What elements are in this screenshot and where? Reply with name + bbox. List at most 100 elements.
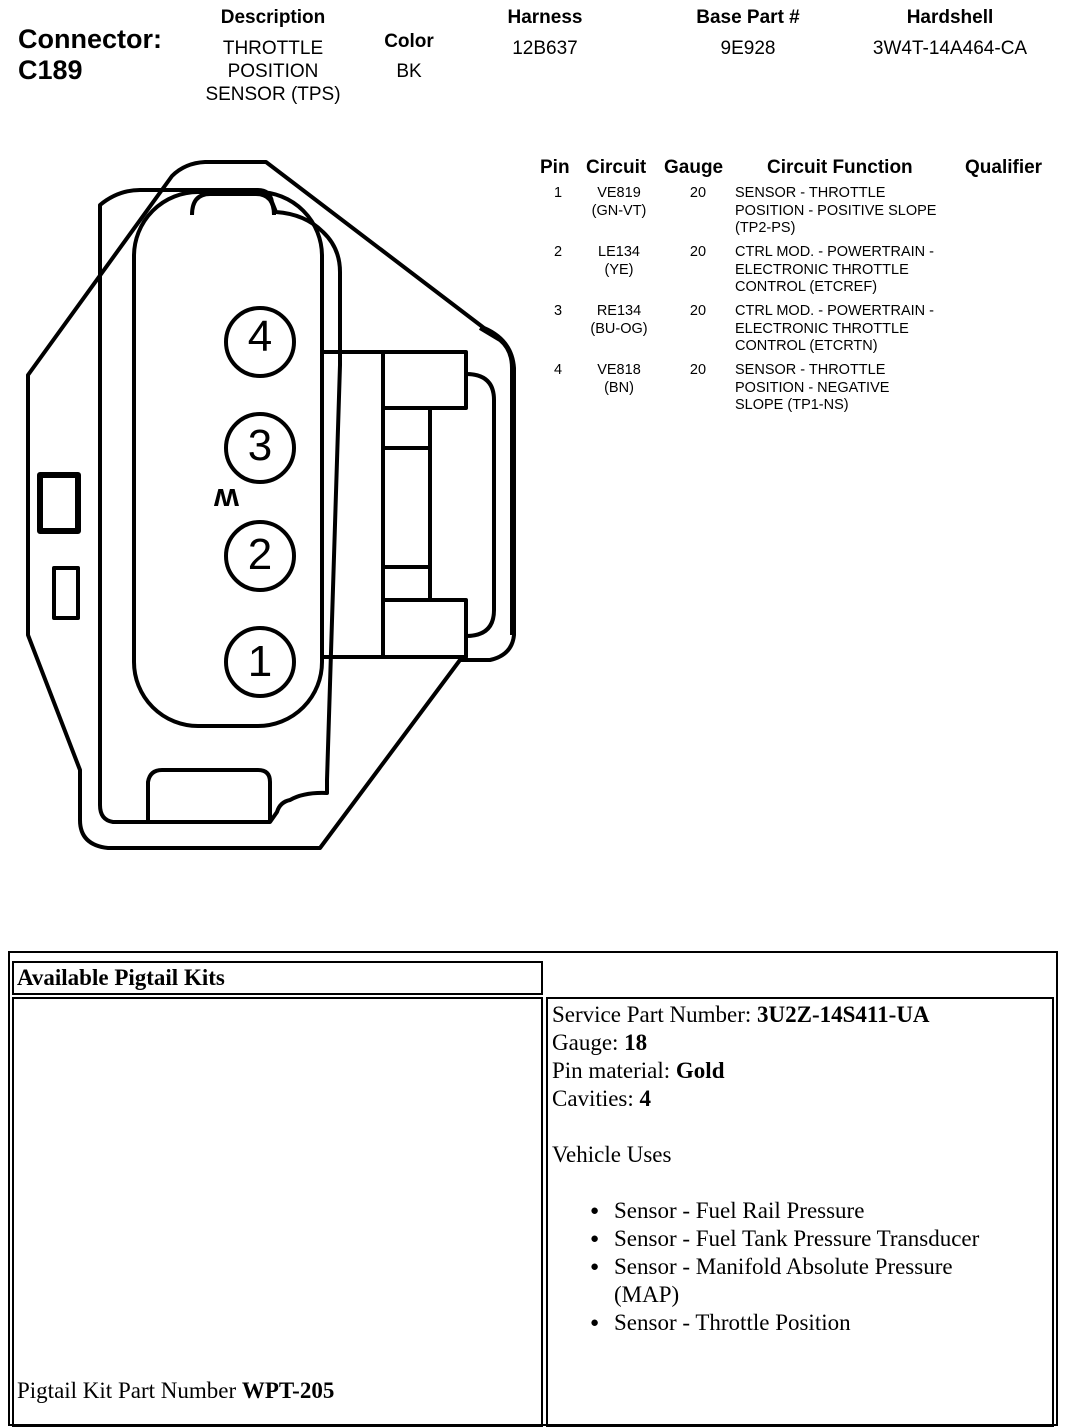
pin-2-circle [224, 520, 296, 592]
circuit-code: RE134 [596, 303, 642, 319]
pin-row-1-gauge: 20 [689, 185, 707, 201]
pin-4-circle [224, 306, 296, 378]
pin-row-2-pin: 2 [553, 244, 563, 260]
circuit-color: (BU-OG) [590, 320, 648, 337]
lock-slot [52, 566, 80, 620]
pin-material-label: Pin material: [552, 1058, 676, 1083]
function-line: CTRL MOD. - POWERTRAIN - [735, 303, 934, 319]
description-line: THROTTLE [222, 38, 324, 59]
pin-row-1-function: SENSOR - THROTTLE POSITION - POSITIVE SL… [735, 185, 975, 238]
gauge-value: 18 [624, 1030, 648, 1055]
pin-col-header: Pin [540, 157, 570, 178]
description-line: POSITION [227, 61, 319, 82]
circuit-color: (BN) [604, 379, 634, 396]
pin-row-1-circuit: VE819 (GN-VT) [574, 185, 664, 220]
function-line: SENSOR - THROTTLE [735, 185, 886, 201]
pin-row-4-gauge: 20 [689, 362, 707, 378]
bullet-icon: ● [590, 1259, 600, 1275]
pigtail-kit-part-number: Pigtail Kit Part Number WPT-205 [17, 1377, 334, 1405]
housing-inner-wall [98, 188, 342, 824]
gauge-label: Gauge: [552, 1030, 625, 1055]
base-part-value: 9E928 [720, 38, 776, 59]
bullet-icon: ● [590, 1231, 600, 1247]
latch-arm [478, 326, 514, 635]
function-line: ELECTRONIC THROTTLE [735, 261, 909, 278]
pin-row-1-pin: 1 [553, 185, 563, 201]
description-line: SENSOR (TPS) [205, 84, 341, 105]
top-notch [190, 192, 276, 216]
qualifier-col-header: Qualifier [965, 157, 1043, 178]
circuit-code: LE134 [598, 244, 640, 260]
latch-frame [324, 350, 468, 659]
service-part-label: Service Part Number: [552, 1002, 758, 1027]
pin-row-4-circuit: VE818 (BN) [574, 362, 664, 397]
latch-body [381, 406, 432, 602]
hardshell-label: Hardshell [906, 7, 994, 28]
function-line: (TP2-PS) [735, 220, 796, 236]
base-part-label: Base Part # [696, 7, 800, 28]
service-part-row: Service Part Number: 3U2Z-14S411-UA [552, 1001, 1052, 1029]
vehicle-use: Sensor - Throttle Position [614, 1310, 851, 1335]
vehicle-uses-label: Vehicle Uses [552, 1142, 672, 1167]
key-mark: w [214, 482, 239, 518]
vehicle-uses-list: ● Sensor - Fuel Rail Pressure ● Sensor - F… [552, 1197, 1022, 1337]
cavities-value: 4 [639, 1086, 652, 1111]
color-value: BK [396, 61, 422, 82]
pigtail-title-cell [12, 961, 543, 995]
circuit-function-col-header: Circuit Function [767, 157, 913, 178]
pin-3-number: 3 [247, 421, 273, 470]
function-line: CTRL MOD. - POWERTRAIN - [735, 244, 934, 260]
list-item: ● Sensor - Fuel Rail Pressure [552, 1197, 1022, 1225]
pin-row-4-pin: 4 [553, 362, 563, 378]
pin-material-value: Gold [675, 1058, 725, 1083]
list-item: ● Sensor - Manifold Absolute Pressure (MA… [552, 1253, 1022, 1309]
pin-row-2-gauge: 20 [689, 244, 707, 260]
function-line: SENSOR - THROTTLE [735, 362, 886, 378]
function-line: CONTROL (ETCRTN) [735, 338, 878, 354]
pin-row-2-function: CTRL MOD. - POWERTRAIN - ELECTRONIC THRO… [735, 244, 975, 297]
connector-label-text: Connector: [18, 24, 162, 54]
connector-id: C189 [18, 55, 83, 85]
gauge-col-header: Gauge [664, 157, 724, 178]
service-part-value: 3U2Z-14S411-UA [757, 1002, 930, 1027]
circuit-color: (YE) [604, 261, 634, 278]
list-item: ● Sensor - Throttle Position [552, 1309, 1022, 1337]
harness-label: Harness [507, 7, 583, 28]
bottom-notch [146, 768, 272, 822]
vehicle-use: Sensor - Fuel Rail Pressure [614, 1198, 865, 1223]
pin-4-number: 4 [247, 312, 273, 361]
pin-row-4-function: SENSOR - THROTTLE POSITION - NEGATIVE SL… [735, 362, 975, 415]
function-line: SLOPE (TP1-NS) [735, 397, 849, 413]
pin-row-3-circuit: RE134 (BU-OG) [574, 303, 664, 338]
hardshell-value: 3W4T-14A464-CA [872, 38, 1028, 59]
kit-part-label: Pigtail Kit Part Number [17, 1378, 242, 1403]
bullet-icon: ● [590, 1315, 600, 1331]
circuit-col-header: Circuit [586, 157, 647, 178]
function-line: POSITION - POSITIVE SLOPE [735, 202, 937, 219]
pin-row-3-pin: 3 [553, 303, 563, 319]
gauge-row: Gauge: 18 [552, 1029, 1052, 1057]
latch-spring [465, 372, 496, 638]
circuit-code: VE818 [597, 362, 641, 378]
pin-2-number: 2 [247, 530, 273, 579]
pin-row-2-circuit: LE134 (YE) [574, 244, 664, 279]
cavities-row: Cavities: 4 [552, 1085, 1052, 1113]
bullet-icon: ● [590, 1203, 600, 1219]
circuit-code: VE819 [597, 185, 641, 201]
vehicle-use: Sensor - Manifold Absolute Pressure (MAP… [614, 1254, 953, 1307]
pin-3-circle [224, 412, 296, 484]
pin-row-3-gauge: 20 [689, 303, 707, 319]
pin-1-circle [224, 626, 296, 698]
description-label: Description [220, 7, 326, 28]
vehicle-use: Sensor - Fuel Tank Pressure Transducer [614, 1226, 980, 1251]
color-label: Color [384, 31, 434, 52]
connector-label: Connector: C189 [18, 24, 162, 86]
harness-value: 12B637 [512, 38, 578, 59]
pigtail-title: Available Pigtail Kits [17, 965, 225, 990]
pigtail-details: Service Part Number: 3U2Z-14S411-UA Gaug… [552, 1001, 1052, 1337]
pin-material-row: Pin material: Gold [552, 1057, 1052, 1085]
description-value: THROTTLE POSITION SENSOR (TPS) [173, 37, 373, 106]
pin-row-3-function: CTRL MOD. - POWERTRAIN - ELECTRONIC THRO… [735, 303, 975, 356]
circuit-color: (GN-VT) [591, 202, 647, 219]
pin-1-number: 1 [247, 637, 273, 686]
